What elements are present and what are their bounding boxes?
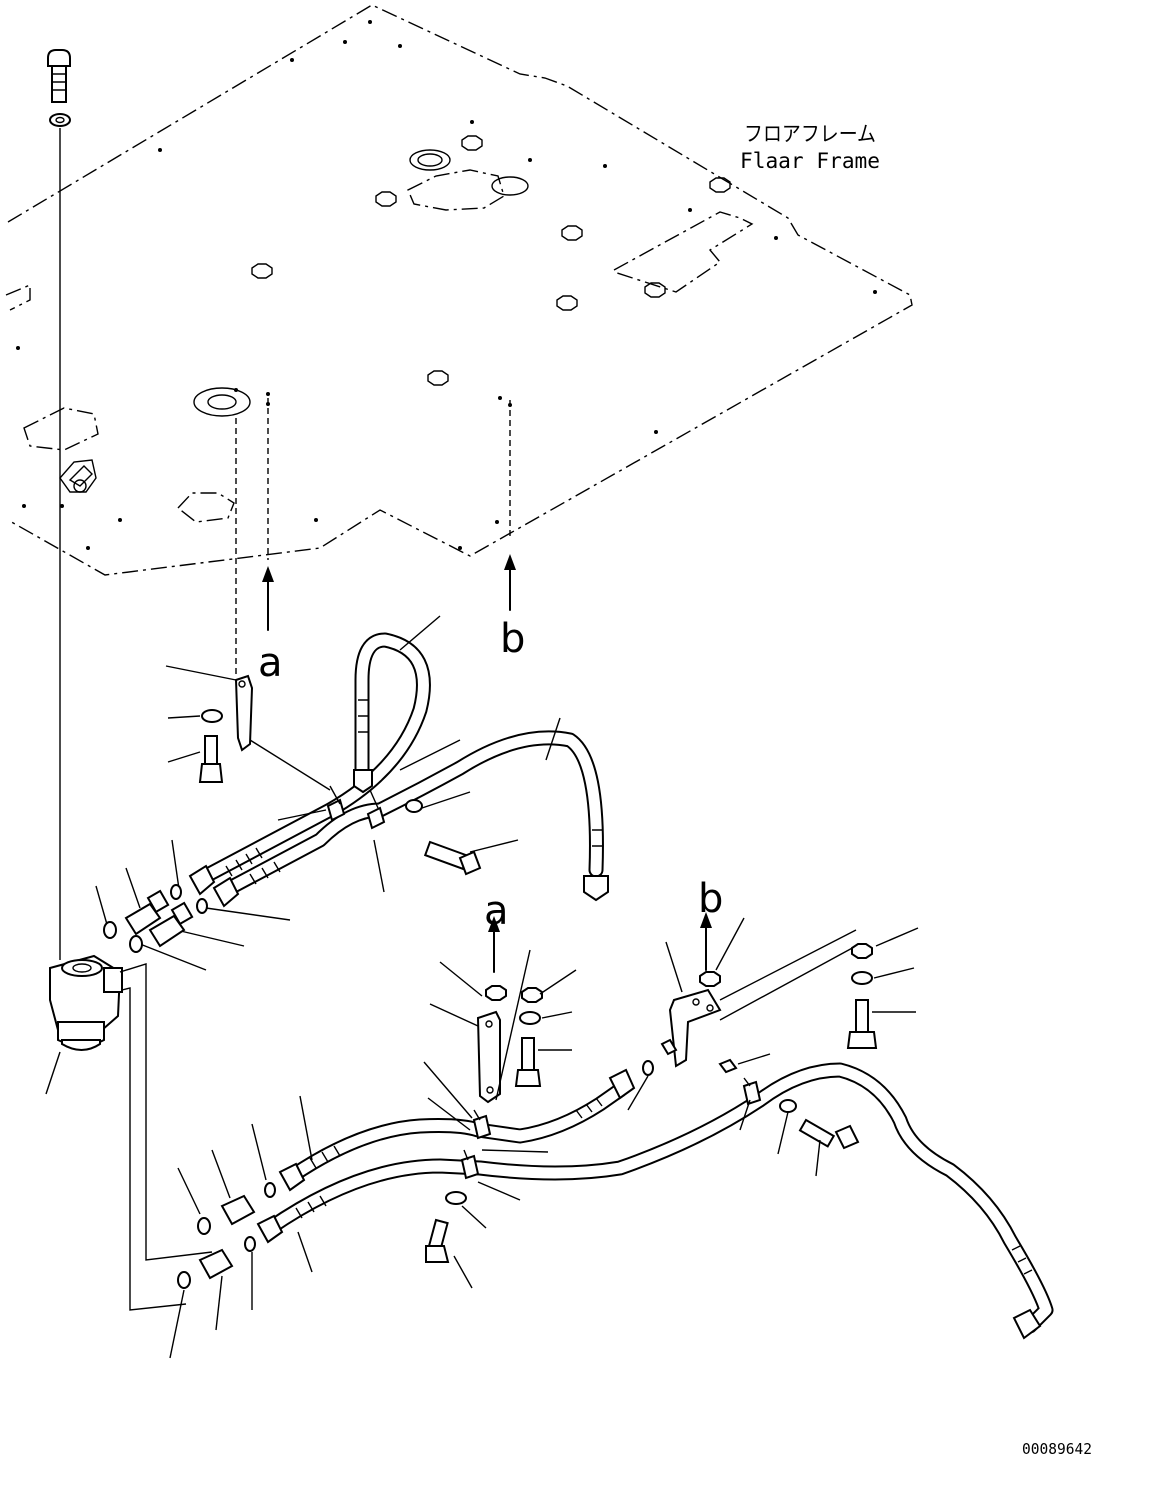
frame-label-jp: フロアフレーム — [744, 122, 876, 146]
lower-bolt-set — [425, 1060, 860, 1263]
label-b-lower: b — [698, 876, 723, 922]
frame-label-en: Flaar Frame — [740, 149, 880, 173]
reference-arrow-b-upper — [504, 400, 516, 611]
reference-arrow-b-lower — [700, 912, 712, 971]
label-a-upper: a — [258, 640, 283, 686]
plate-clamp — [59, 459, 97, 493]
upper-hose-texture — [225, 699, 602, 885]
right-bolt-set — [846, 927, 919, 1049]
lower-hose-2 — [256, 1062, 1054, 1340]
reference-arrow-a-lower — [488, 916, 500, 973]
lower-hose-clips — [460, 1077, 762, 1180]
floor-frame-plate — [5, 4, 913, 576]
filter-pipe-lines — [119, 963, 213, 1311]
top-bolt — [47, 49, 71, 960]
upper-clamp-bracket — [165, 665, 331, 791]
upper-hose-2 — [212, 730, 609, 908]
upper-hose-1 — [188, 632, 431, 896]
filter-assembly — [45, 954, 123, 1095]
lower-hose-1 — [278, 1068, 636, 1192]
label-b-upper: b — [500, 616, 525, 662]
lower-fittings — [177, 1182, 276, 1289]
drawing-number: 00089642 — [1022, 1440, 1092, 1458]
upper-hose-clips — [326, 785, 386, 830]
right-bracket — [660, 917, 857, 1074]
reference-arrow-a-upper — [235, 398, 274, 676]
upper-clip-bolt — [405, 799, 482, 876]
upper-fittings — [103, 884, 208, 953]
label-a-lower: a — [484, 888, 509, 934]
lower-leader-lines — [169, 1061, 821, 1359]
centre-leader-lines — [429, 961, 577, 1051]
centre-clamp-block — [476, 949, 543, 1104]
lower-hose-texture — [295, 1097, 1033, 1275]
